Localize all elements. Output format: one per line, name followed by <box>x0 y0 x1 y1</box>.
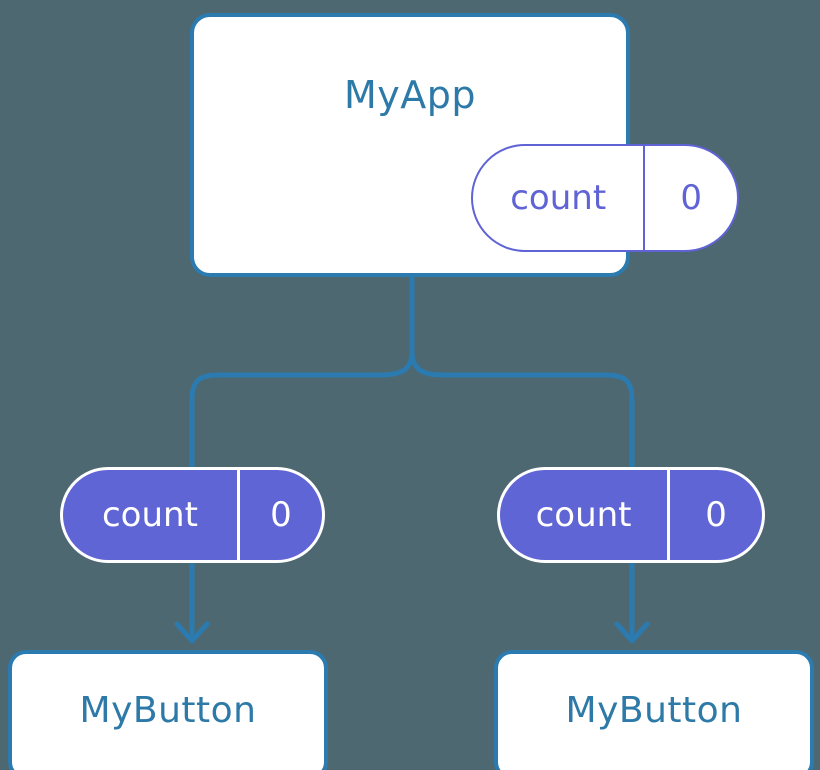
component-name-label: MyButton <box>565 690 743 731</box>
component-card-myapp[interactable]: MyApp count 0 <box>190 13 739 277</box>
state-pill-root[interactable]: count 0 <box>471 144 739 252</box>
component-card-mybutton-2[interactable]: MyButton <box>494 650 814 770</box>
state-pill-child-2[interactable]: count 0 <box>497 467 765 563</box>
state-key-label: count <box>101 495 198 535</box>
state-key-label: count <box>535 495 632 535</box>
arrow-left-head <box>174 621 210 644</box>
state-value-label: 0 <box>667 470 762 560</box>
component-name-label: MyButton <box>79 690 257 731</box>
fork-right-curve <box>409 350 606 378</box>
component-card-mybutton-1[interactable]: MyButton <box>8 650 328 770</box>
fork-left-curve <box>218 350 415 378</box>
component-name-label: MyApp <box>343 73 476 117</box>
branch-right <box>605 372 635 467</box>
branch-left <box>189 372 219 467</box>
state-value-label: 0 <box>643 146 737 250</box>
state-value-label: 0 <box>236 470 322 560</box>
state-pill-child-1[interactable]: count 0 <box>60 467 325 563</box>
arrow-right-head <box>614 621 650 644</box>
state-key-label: count <box>510 178 607 218</box>
